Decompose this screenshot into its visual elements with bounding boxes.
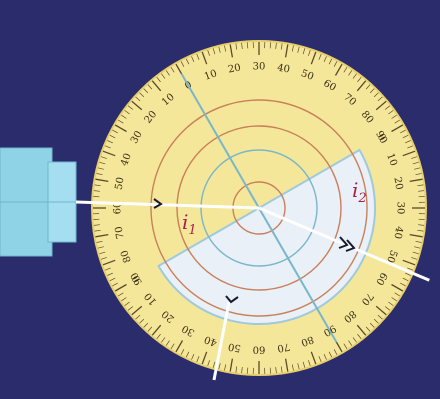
lower-scale-label: 60 xyxy=(253,344,266,355)
upper-scale-label: 40 xyxy=(276,63,290,76)
lower-scale-label: 30 xyxy=(395,202,406,215)
lower-scale-label: 50 xyxy=(227,340,241,353)
upper-scale-label: 50 xyxy=(114,176,127,190)
light-source xyxy=(0,148,76,256)
upper-scale-label: 20 xyxy=(227,63,241,76)
lower-scale-label: 70 xyxy=(276,340,290,353)
lower-scale-label: 20 xyxy=(391,176,404,190)
lower-scale-label: 40 xyxy=(391,225,404,239)
upper-scale-label: 30 xyxy=(253,62,266,73)
upper-scale-label: 70 xyxy=(114,225,127,239)
